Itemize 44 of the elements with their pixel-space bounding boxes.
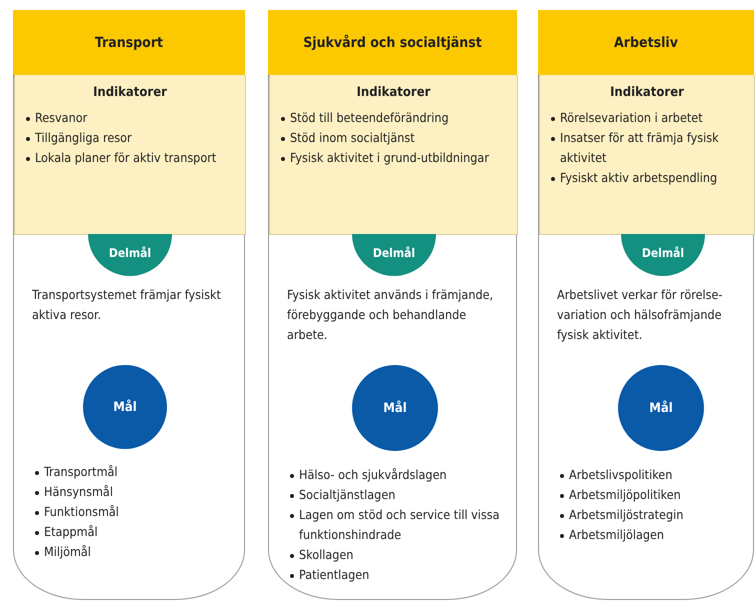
bullet-item: Resvanor	[35, 109, 88, 127]
bullet-item: Rörelsevariation i arbetet	[560, 109, 704, 127]
bullet-item: Funktionsmål	[44, 503, 120, 521]
indicator-panel	[269, 75, 518, 235]
panel-heading: Indikatorer	[609, 85, 685, 100]
bullet-item: Socialtjänstlagen	[299, 486, 396, 504]
bullet-item: Lagen om stöd och service till vissa funktionshindrade	[299, 506, 501, 544]
bullet-item: Stöd inom socialtjänst	[290, 129, 416, 147]
column-card	[268, 10, 517, 600]
bullet-item: Lokala planer för aktiv transport	[35, 149, 218, 167]
goal-text: Transportsystemet främjar fysiskt aktiva resor.	[32, 286, 222, 324]
bullet-item: Skollagen	[299, 546, 354, 564]
column-heading: Sjukvård och socialtjänst	[268, 10, 517, 77]
goal-text: Arbetslivet verkar för rörelse-variation och hälsofrämjande fysisk aktivitet.	[557, 286, 724, 344]
subgoal-badge: Delmål	[352, 234, 436, 276]
subgoal-badge: Delmål	[621, 234, 705, 276]
panel-heading: Indikatorer	[92, 85, 168, 100]
bullet-item: Patientlagen	[299, 566, 370, 584]
bullet-item: Insatser för att främja fysisk aktivitet	[560, 129, 720, 167]
goal-circle: Mål	[83, 365, 167, 449]
column-heading: Transport	[13, 10, 245, 77]
column-heading: Arbetsliv	[538, 10, 754, 77]
bullet-item: Tillgängliga resor	[35, 129, 133, 147]
bullet-item: Arbetslivspolitiken	[569, 466, 674, 484]
bullet-item: Fysisk aktivitet i grund-utbildningar	[290, 149, 490, 167]
column-card	[538, 10, 754, 600]
bullet-item: Arbetsmiljöstrategin	[569, 506, 684, 524]
column-card	[13, 10, 245, 600]
bullet-item: Hälso- och sjukvårdslagen	[299, 466, 448, 484]
bullet-item: Etappmål	[44, 523, 99, 541]
panel-heading: Indikatorer	[356, 85, 432, 100]
goal-text: Fysisk aktivitet används i främjande, förebyggande och behandlande arbete.	[287, 286, 494, 344]
bullet-item: Stöd till beteendeförändring	[290, 109, 450, 127]
indicator-panel	[14, 75, 246, 235]
subgoal-badge: Delmål	[88, 234, 172, 276]
bullet-item: Hänsynsmål	[44, 483, 114, 501]
goal-circle: Mål	[618, 365, 704, 451]
goal-circle: Mål	[352, 365, 438, 451]
bullet-item: Miljömål	[44, 543, 92, 561]
bullet-item: Arbetsmiljöpolitiken	[569, 486, 682, 504]
bullet-item: Transportmål	[44, 463, 119, 481]
bullet-item: Arbetsmiljölagen	[569, 526, 666, 544]
indicator-panel	[539, 75, 755, 235]
bullet-item: Fysiskt aktiv arbetspendling	[560, 169, 718, 187]
